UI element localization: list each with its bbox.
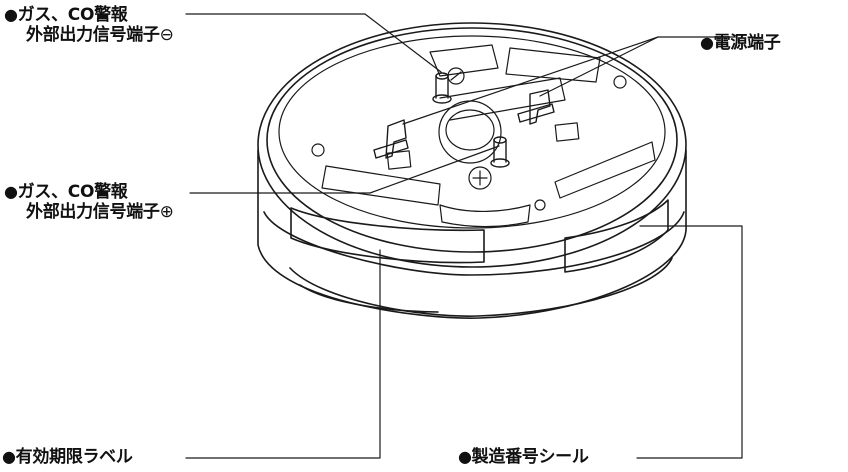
body-side bbox=[257, 149, 687, 319]
label-line2-wrap: 外部出力信号端子⊖ bbox=[4, 25, 174, 45]
label-line2-wrap: 外部出力信号端子⊕ bbox=[4, 202, 174, 222]
center-hole-inner bbox=[445, 109, 495, 151]
expiry-label-window bbox=[290, 207, 485, 264]
serial-seal-window bbox=[564, 199, 669, 273]
top-plate-left bbox=[321, 165, 441, 206]
detector-body bbox=[257, 22, 687, 319]
bullet-icon: ● bbox=[4, 182, 18, 201]
leader-lines bbox=[185, 13, 743, 459]
label-expiry-label: ●有効期限ラベル bbox=[2, 447, 133, 467]
label-gas-co-negative-terminal: ●ガス、CO警報 外部出力信号端子⊖ bbox=[4, 5, 174, 45]
top-plate-right bbox=[554, 141, 656, 199]
label-power-terminal: ●電源端子 bbox=[700, 33, 781, 53]
leader-negative bbox=[185, 13, 442, 73]
small-pad-right bbox=[554, 122, 580, 142]
body-top-rim bbox=[257, 22, 687, 268]
label-line1: ガス、CO警報 bbox=[17, 182, 128, 202]
top-face-details bbox=[311, 44, 656, 228]
top-plate-upper-right bbox=[505, 47, 601, 83]
side-windows bbox=[290, 199, 669, 273]
small-pad-left bbox=[386, 150, 412, 170]
top-slot-bottom bbox=[439, 204, 531, 228]
body-base-foot bbox=[299, 284, 439, 313]
screw-cross bbox=[472, 170, 488, 186]
power-terminal-right bbox=[517, 89, 555, 125]
label-text: 有効期限ラベル bbox=[15, 447, 133, 467]
label-line1: ガス、CO警報 bbox=[17, 5, 128, 25]
bullet-icon: ● bbox=[4, 5, 18, 24]
power-terminal-left bbox=[373, 119, 409, 159]
leader-power-b bbox=[539, 36, 659, 97]
ground-mark-slash bbox=[450, 71, 462, 81]
hole-bottom-right bbox=[534, 199, 546, 211]
terminal-positive-pin bbox=[490, 136, 510, 168]
plus-circle-icon: ⊕ bbox=[159, 202, 174, 222]
screw-head bbox=[468, 166, 492, 190]
body-top-face bbox=[278, 35, 666, 229]
label-gas-co-positive-terminal: ●ガス、CO警報 外部出力信号端子⊕ bbox=[4, 182, 174, 222]
minus-circle-icon: ⊖ bbox=[159, 25, 174, 45]
label-text: 製造番号シール bbox=[471, 447, 589, 467]
terminal-negative-pin bbox=[432, 72, 452, 104]
label-line2: 外部出力信号端子 bbox=[26, 202, 160, 222]
body-bottom-rim bbox=[289, 257, 673, 317]
label-text: 電源端子 bbox=[713, 33, 781, 53]
body-top-inner-rim bbox=[266, 27, 678, 253]
bullet-icon: ● bbox=[700, 33, 714, 52]
bullet-icon: ● bbox=[458, 447, 472, 466]
leader-expiry bbox=[185, 249, 381, 459]
leader-serial bbox=[636, 225, 743, 459]
center-strip bbox=[439, 77, 566, 121]
body-ring-lower bbox=[263, 211, 685, 276]
label-serial-number-seal: ●製造番号シール bbox=[458, 447, 589, 467]
hole-left bbox=[311, 143, 325, 157]
bullet-icon: ● bbox=[2, 447, 16, 466]
leader-positive bbox=[189, 145, 500, 194]
label-line2: 外部出力信号端子 bbox=[26, 25, 160, 45]
leader-power-a bbox=[402, 36, 736, 125]
hole-right bbox=[613, 75, 627, 89]
